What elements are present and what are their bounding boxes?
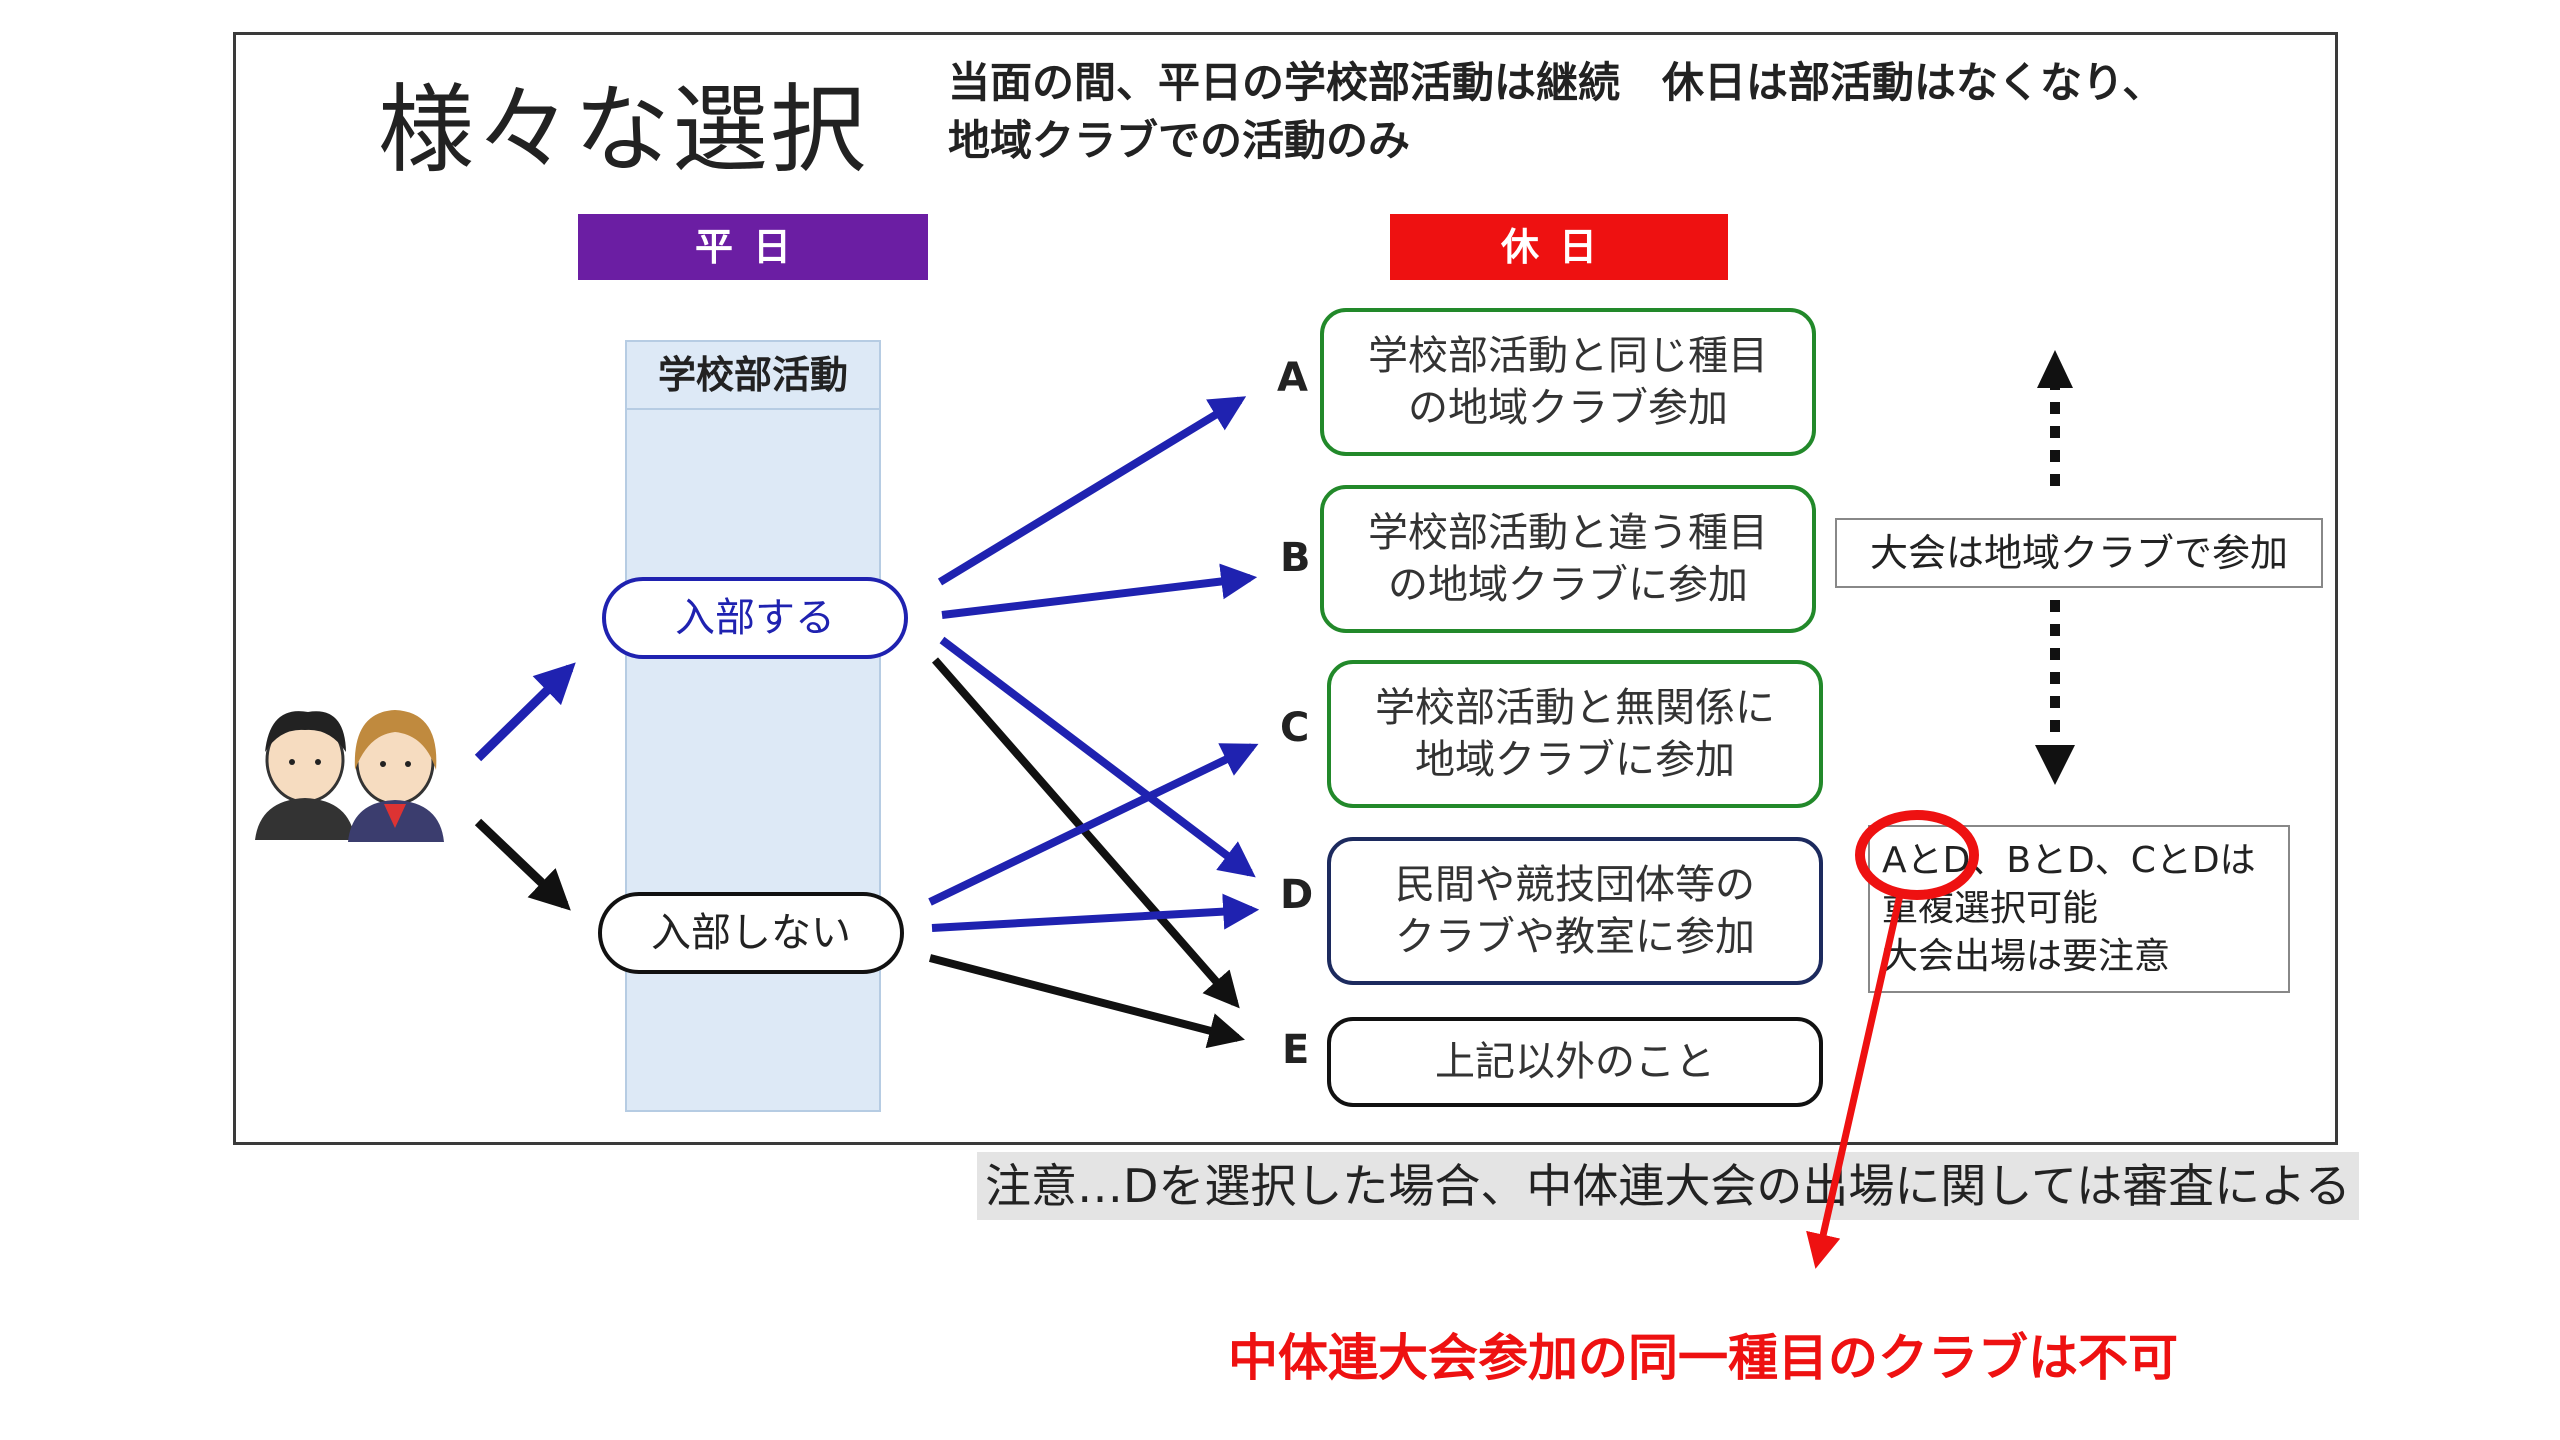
option-a-line1: 学校部活動と同じ種目 [1368,333,1768,379]
red-pointer-arrow [1806,894,1904,1269]
school-activity-column-label: 学校部活動 [625,340,881,410]
red-annotation-caption: 中体連大会参加の同一種目のクラブは不可 [1228,1329,2178,1387]
arrow-join-to-b [941,563,1258,619]
caution-note: 注意…Dを選択した場合、中体連大会の出場に関しては審査による [977,1152,2359,1220]
not-join-club-choice: 入部しない [598,892,904,974]
option-b-line1: 学校部活動と違う種目 [1368,510,1768,556]
option-letter-d: D [1280,872,1314,918]
header-note: 当面の間、平日の学校部活動は継続 休日は部活動はなくなり、 地域クラブでの活動の… [948,54,2164,170]
option-e-line1: 上記以外のこと [1435,1039,1715,1085]
option-box-b: 学校部活動と違う種目 の地域クラブに参加 [1320,485,1816,633]
arrow-join-to-a [937,396,1247,586]
header-note-line1: 当面の間、平日の学校部活動は継続 休日は部活動はなくなり、 [948,58,2165,107]
red-circle-highlight [1855,810,1979,900]
option-d-line1: 民間や競技団体等の [1395,862,1755,908]
slide-frame [233,32,2338,1145]
school-activity-column [625,340,881,1112]
option-letter-e: E [1282,1027,1310,1073]
option-d-line2: クラブや教室に参加 [1395,914,1755,960]
students-illustration [255,710,444,842]
option-b-line2: の地域クラブに参加 [1388,562,1748,608]
option-c-line1: 学校部活動と無関係に [1375,685,1775,731]
arrow-join-to-d [939,636,1256,878]
arrow-notjoin-to-d [931,893,1260,932]
dual-selection-note: AとD、BとD、CとDは 重複選択可能 大会出場は要注意 [1868,825,2290,993]
option-a-line2: の地域クラブ参加 [1408,385,1728,431]
tournament-note: 大会は地域クラブで参加 [1835,518,2323,588]
option-letter-b: B [1280,535,1311,581]
join-club-choice: 入部する [602,577,908,659]
arrow-to-not-join [474,818,571,911]
dual-selection-line1: AとD、BとD、CとDは [1882,840,2256,881]
dual-selection-line3: 大会出場は要注意 [1882,936,2171,977]
slide-title: 様々な選択 [378,74,868,186]
option-box-e: 上記以外のこと [1327,1017,1823,1107]
arrow-to-join [474,662,576,762]
option-box-d: 民間や競技団体等の クラブや教室に参加 [1327,837,1823,985]
option-box-a: 学校部活動と同じ種目 の地域クラブ参加 [1320,308,1816,456]
dotted-double-arrow-icon [2035,350,2075,785]
holiday-banner: 休日 [1390,214,1728,280]
option-letter-c: C [1280,705,1310,751]
header-note-line2: 地域クラブでの活動のみ [948,116,1411,165]
option-c-line2: 地域クラブに参加 [1415,737,1735,783]
weekday-banner: 平日 [578,214,928,280]
option-box-c: 学校部活動と無関係に 地域クラブに参加 [1327,660,1823,808]
option-letter-a: A [1277,355,1308,401]
arrow-notjoin-to-e [928,954,1245,1049]
arrow-notjoin-to-c [928,743,1259,906]
